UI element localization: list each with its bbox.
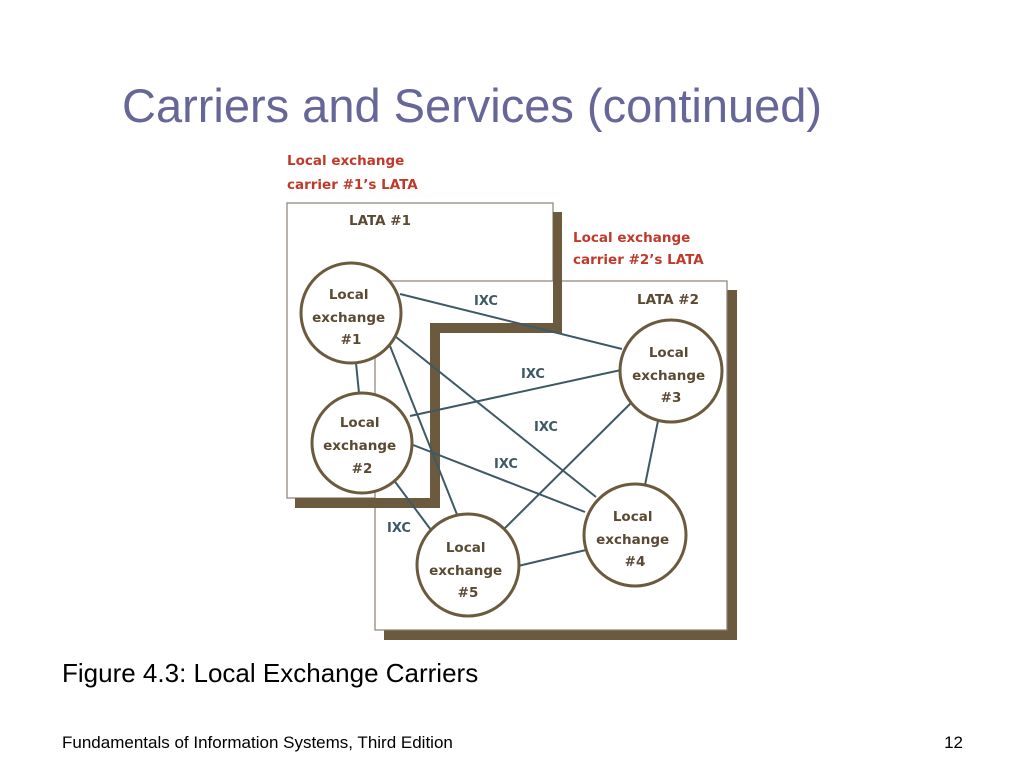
local-exchange-5-circle: [415, 512, 521, 618]
ixc-label-2: IXC: [521, 367, 545, 382]
link-2-5: [392, 478, 432, 531]
link-4-5: [517, 549, 587, 567]
figure-caption: Figure 4.3: Local Exchange Carriers: [62, 658, 479, 688]
local-exchange-4: Local exchange #4: [582, 482, 688, 588]
local-exchange-3: Local exchange #3: [618, 318, 724, 424]
local-exchange-2-circle: [310, 391, 414, 495]
svg-text:Local exchange: Local exchange #4: [596, 509, 674, 570]
svg-text:Local exchange: Local exchange #2: [323, 415, 401, 477]
carrier-2-label-line-2: carrier #2’s LATA: [573, 252, 704, 268]
svg-text:Local exchange: Local exchange #3: [632, 345, 710, 406]
carrier-1-label: Local exchange carrier #1’s LATA: [287, 153, 418, 193]
link-2-4: [407, 442, 586, 513]
svg-text:Local exchange: Local exchange #5: [429, 540, 507, 601]
link-3-5: [502, 400, 634, 531]
page-number: 12: [944, 733, 963, 752]
link-1-5: [389, 345, 459, 518]
lata-1-overlap-shadow: [295, 212, 562, 508]
local-exchange-1-circle: [299, 261, 403, 365]
ixc-label-3: IXC: [534, 420, 558, 435]
local-exchange-3-circle: [618, 318, 724, 424]
local-exchange-4-circle: [582, 482, 688, 588]
local-exchange-5: Local exchange #5: [415, 512, 521, 618]
footer-text: Fundamentals of Information Systems, Thi…: [62, 733, 453, 752]
link-1-2: [355, 362, 360, 394]
svg-text:Local exchange: Local exchange #1: [312, 287, 390, 348]
link-1-3: [399, 293, 623, 350]
ixc-label-4: IXC: [494, 457, 518, 472]
lata-2-title: LATA #2: [637, 292, 699, 308]
carrier-2-label-line-1: Local exchange: [573, 230, 690, 246]
link-3-4: [644, 420, 659, 486]
carrier-1-label-line-1: Local exchange: [287, 153, 404, 169]
carrier-2-label: Local exchange carrier #2’s LATA: [573, 230, 704, 268]
links: [355, 293, 659, 567]
link-2-3: [409, 369, 622, 417]
slide-title: Carriers and Services (continued): [122, 79, 823, 132]
ixc-label-1: IXC: [474, 294, 498, 309]
local-exchange-1: Local exchange #1: [299, 261, 403, 365]
lata-1-title: LATA #1: [349, 213, 411, 229]
ixc-label-5: IXC: [387, 521, 411, 536]
local-exchange-2: Local exchange #2: [310, 391, 414, 495]
carrier-1-label-line-2: carrier #1’s LATA: [287, 177, 418, 193]
